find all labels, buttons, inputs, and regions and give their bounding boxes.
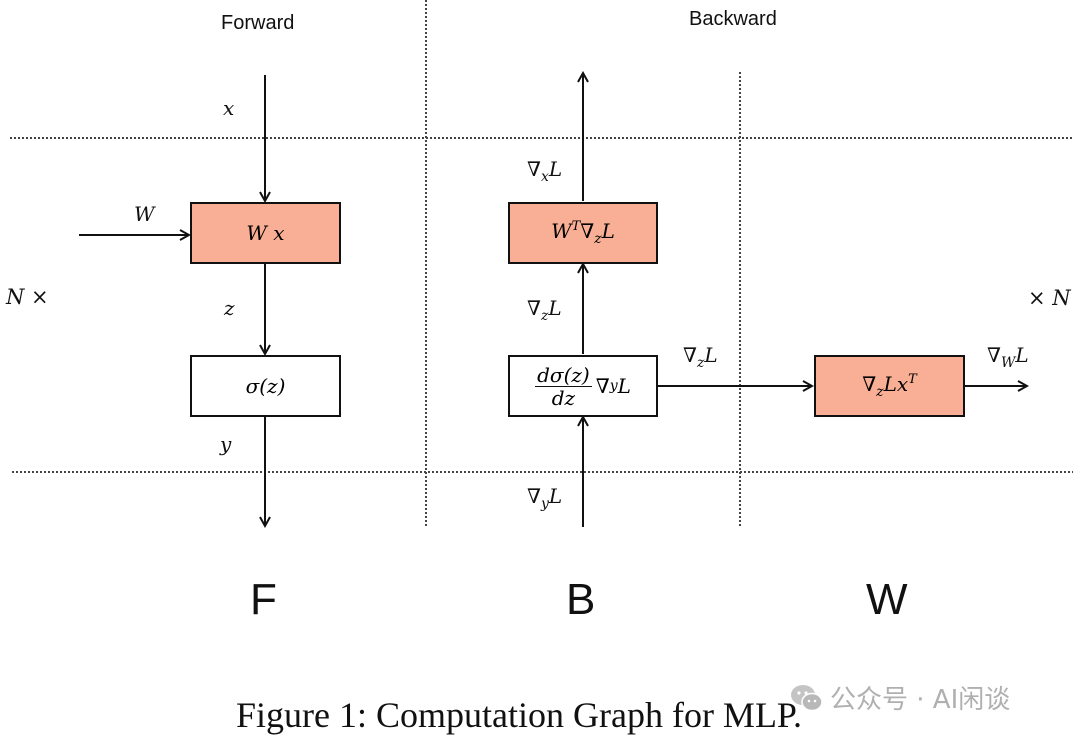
subscript: y: [540, 496, 549, 512]
section-forward-title: Forward: [221, 12, 295, 34]
backward-grad-z-side-label: ∇zL: [683, 343, 718, 371]
backward-grad-z-label: ∇zL: [527, 296, 562, 324]
weight-grad-output-label: ∇WL: [987, 343, 1029, 371]
backward-grad-y-label: ∇yL: [527, 484, 562, 512]
loss-symbol: L: [601, 219, 615, 243]
loss-symbol: L: [704, 343, 718, 367]
forward-linear-expr: W x: [246, 221, 285, 245]
forward-activation-box: σ(z): [190, 355, 341, 417]
weight-grad-box: ∇zLxT: [814, 355, 965, 417]
superscript: T: [571, 219, 581, 234]
subscript: y: [609, 378, 618, 394]
loss-symbol: L: [1015, 343, 1029, 367]
nabla-symbol: ∇: [527, 157, 541, 181]
weight-symbol: W: [551, 219, 572, 243]
subscript: z: [540, 308, 549, 324]
section-backward-title: Backward: [689, 8, 777, 30]
stage-label-w: W: [866, 575, 908, 624]
nabla-symbol: ∇: [683, 343, 697, 367]
subscript: z: [696, 355, 705, 371]
figure-caption: Figure 1: Computation Graph for MLP.: [236, 695, 802, 735]
subscript: x: [540, 169, 549, 185]
repeat-label-right: × N: [1028, 286, 1071, 310]
watermark-text: 公众号 · AI闲谈: [830, 685, 1011, 715]
forward-z-label: z: [224, 296, 235, 320]
subscript: W: [1000, 355, 1016, 371]
loss-input-symbol: Lx: [883, 372, 909, 396]
loss-symbol: L: [617, 374, 631, 398]
loss-symbol: L: [548, 157, 563, 181]
watermark: 公众号 · AI闲谈: [790, 679, 1010, 716]
stage-label-f: F: [250, 575, 277, 624]
subscript: z: [876, 384, 884, 400]
derivative-fraction: dσ(z) dz: [535, 364, 592, 409]
backward-input-grad-box: WT∇zL: [508, 202, 658, 264]
nabla-symbol: ∇: [527, 296, 541, 320]
loss-symbol: L: [548, 296, 562, 320]
backward-input-grad-expr: WT∇zL: [551, 219, 615, 247]
forward-input-label: x: [223, 96, 235, 120]
nabla-symbol: ∇: [862, 372, 877, 396]
nabla-symbol: ∇: [527, 484, 541, 508]
weight-grad-expr: ∇zLxT: [862, 372, 917, 400]
loss-symbol: L: [548, 484, 563, 508]
nabla-symbol: ∇: [580, 219, 595, 243]
backward-grad-x-label: ∇xL: [527, 157, 562, 185]
nabla-symbol: ∇: [595, 374, 610, 398]
wechat-icon: [790, 683, 824, 713]
forward-activation-expr: σ(z): [245, 374, 286, 398]
forward-linear-box: W x: [190, 202, 341, 264]
forward-weight-label: W: [134, 202, 155, 226]
subscript: z: [594, 231, 602, 247]
nabla-symbol: ∇: [987, 343, 1001, 367]
fraction-numerator: dσ(z): [535, 362, 592, 387]
superscript: T: [908, 372, 917, 387]
fraction-denominator: dz: [551, 385, 576, 410]
repeat-label-left: N ×: [6, 285, 49, 309]
forward-output-label: y: [220, 432, 232, 456]
stage-label-b: B: [566, 575, 596, 624]
